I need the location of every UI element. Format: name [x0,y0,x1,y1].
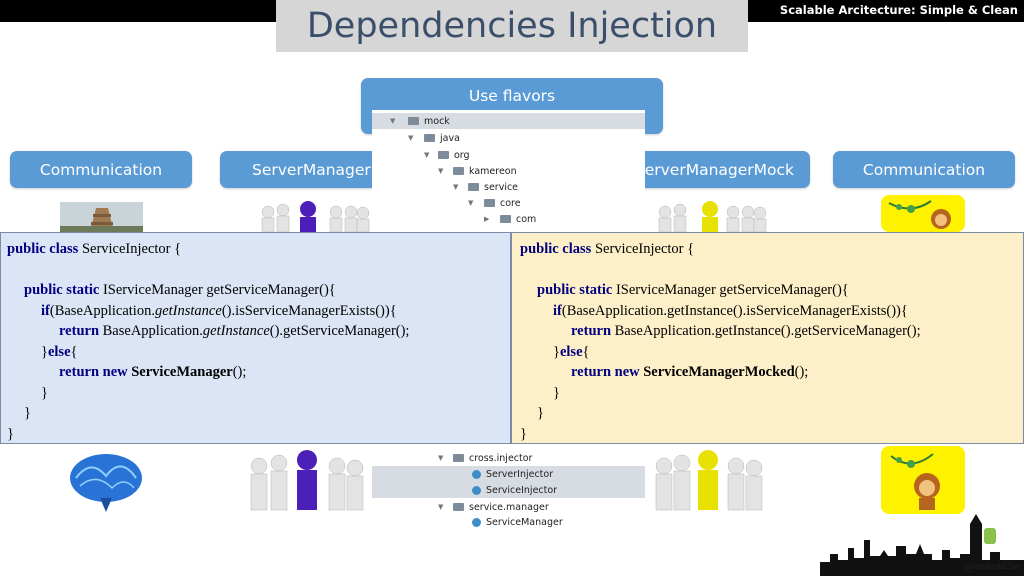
class-icon [472,517,481,527]
use-flavors-label: Use flavors [468,87,556,105]
code-line: public static IServiceManager getService… [24,282,336,298]
folder-icon [484,199,495,207]
communication-left-box: Communication [10,151,192,188]
code-line: } [24,405,31,421]
code-line-blank [7,260,510,281]
paris-skyline-image [820,514,1024,576]
communication-left-label: Communication [39,160,163,179]
team-people-purple-bottom-image [250,450,364,511]
series-title: Scalable Arcitecture: Simple & Clean [779,3,1018,17]
server-manager-mock-box: ServerManagerMock [622,151,810,188]
code-panel-service-manager-mocked: public class ServiceInjector { public st… [511,232,1024,444]
tree-item-service-injector[interactable]: ServiceInjector [372,482,645,498]
tree-item-service[interactable]: ▼ service [453,181,519,193]
team-people-yellow-image [658,201,767,232]
communication-right-box: Communication [833,151,1015,188]
server-manager-label: ServerManager [252,160,371,179]
code-line: public class ServiceInjector { [520,241,695,257]
folder-icon [408,117,419,125]
tree-item-com[interactable]: ▶ com [484,213,537,225]
code-line: if(BaseApplication.getInstance().isServi… [553,302,908,319]
slide-title-box: Dependencies Injection [276,0,748,52]
code-line: } [537,405,544,421]
team-people-purple-image [261,201,370,232]
folder-icon [468,183,479,191]
monkey-image [881,195,965,232]
tree-item-core[interactable]: ▼ core [468,197,521,209]
folder-icon [453,167,464,175]
communication-right-label: Communication [862,160,986,179]
code-line: return new ServiceManager(); [59,364,247,380]
class-icon [472,469,481,479]
server-manager-mock-label: ServerManagerMock [634,160,794,179]
code-line: } [41,384,48,401]
code-panel-service-manager: public class ServiceInjector { public st… [0,232,511,444]
code-line: return BaseApplication.getInstance().get… [59,323,410,339]
code-line: return new ServiceManagerMocked(); [571,364,809,380]
server-manager-box: ServerManager [220,151,402,188]
tree-item-cross-injector[interactable]: ▼ cross.injector [438,452,533,464]
code-line: public class ServiceInjector { [7,241,182,257]
code-line: if(BaseApplication.getInstance().isServi… [41,302,397,319]
tree-item-org[interactable]: ▼ org [424,149,470,161]
team-people-yellow-bottom-image [655,450,763,511]
code-line: }else{ [553,343,590,360]
tree-item-server-injector[interactable]: ServerInjector [372,466,645,482]
folder-icon [424,134,435,142]
watermark: @android2ee [965,561,1020,572]
tree-item-service-manager-pkg[interactable]: ▼ service.manager [438,501,549,513]
slide-title: Dependencies Injection [306,6,718,46]
code-line: } [7,425,14,442]
code-line: public static IServiceManager getService… [537,282,849,298]
code-line: }else{ [41,343,78,360]
monkey-bottom-image [881,446,965,514]
class-icon [472,485,481,495]
brain-image [70,454,142,512]
tree-item-mock[interactable]: ▼ mock [372,113,645,129]
tower-of-babel-image [60,202,143,232]
folder-icon [438,151,449,159]
code-line-blank [520,260,1023,281]
code-line: } [553,384,560,401]
code-line: } [520,425,527,442]
folder-icon [500,215,511,223]
code-line: return BaseApplication.getInstance().get… [571,323,921,339]
tree-item-java[interactable]: ▼ java [408,132,460,144]
tree-item-kamereon[interactable]: ▼ kamereon [438,165,517,177]
tree-item-service-manager-cls[interactable]: ServiceManager [372,514,645,530]
folder-icon [453,454,464,462]
folder-icon [453,503,464,511]
